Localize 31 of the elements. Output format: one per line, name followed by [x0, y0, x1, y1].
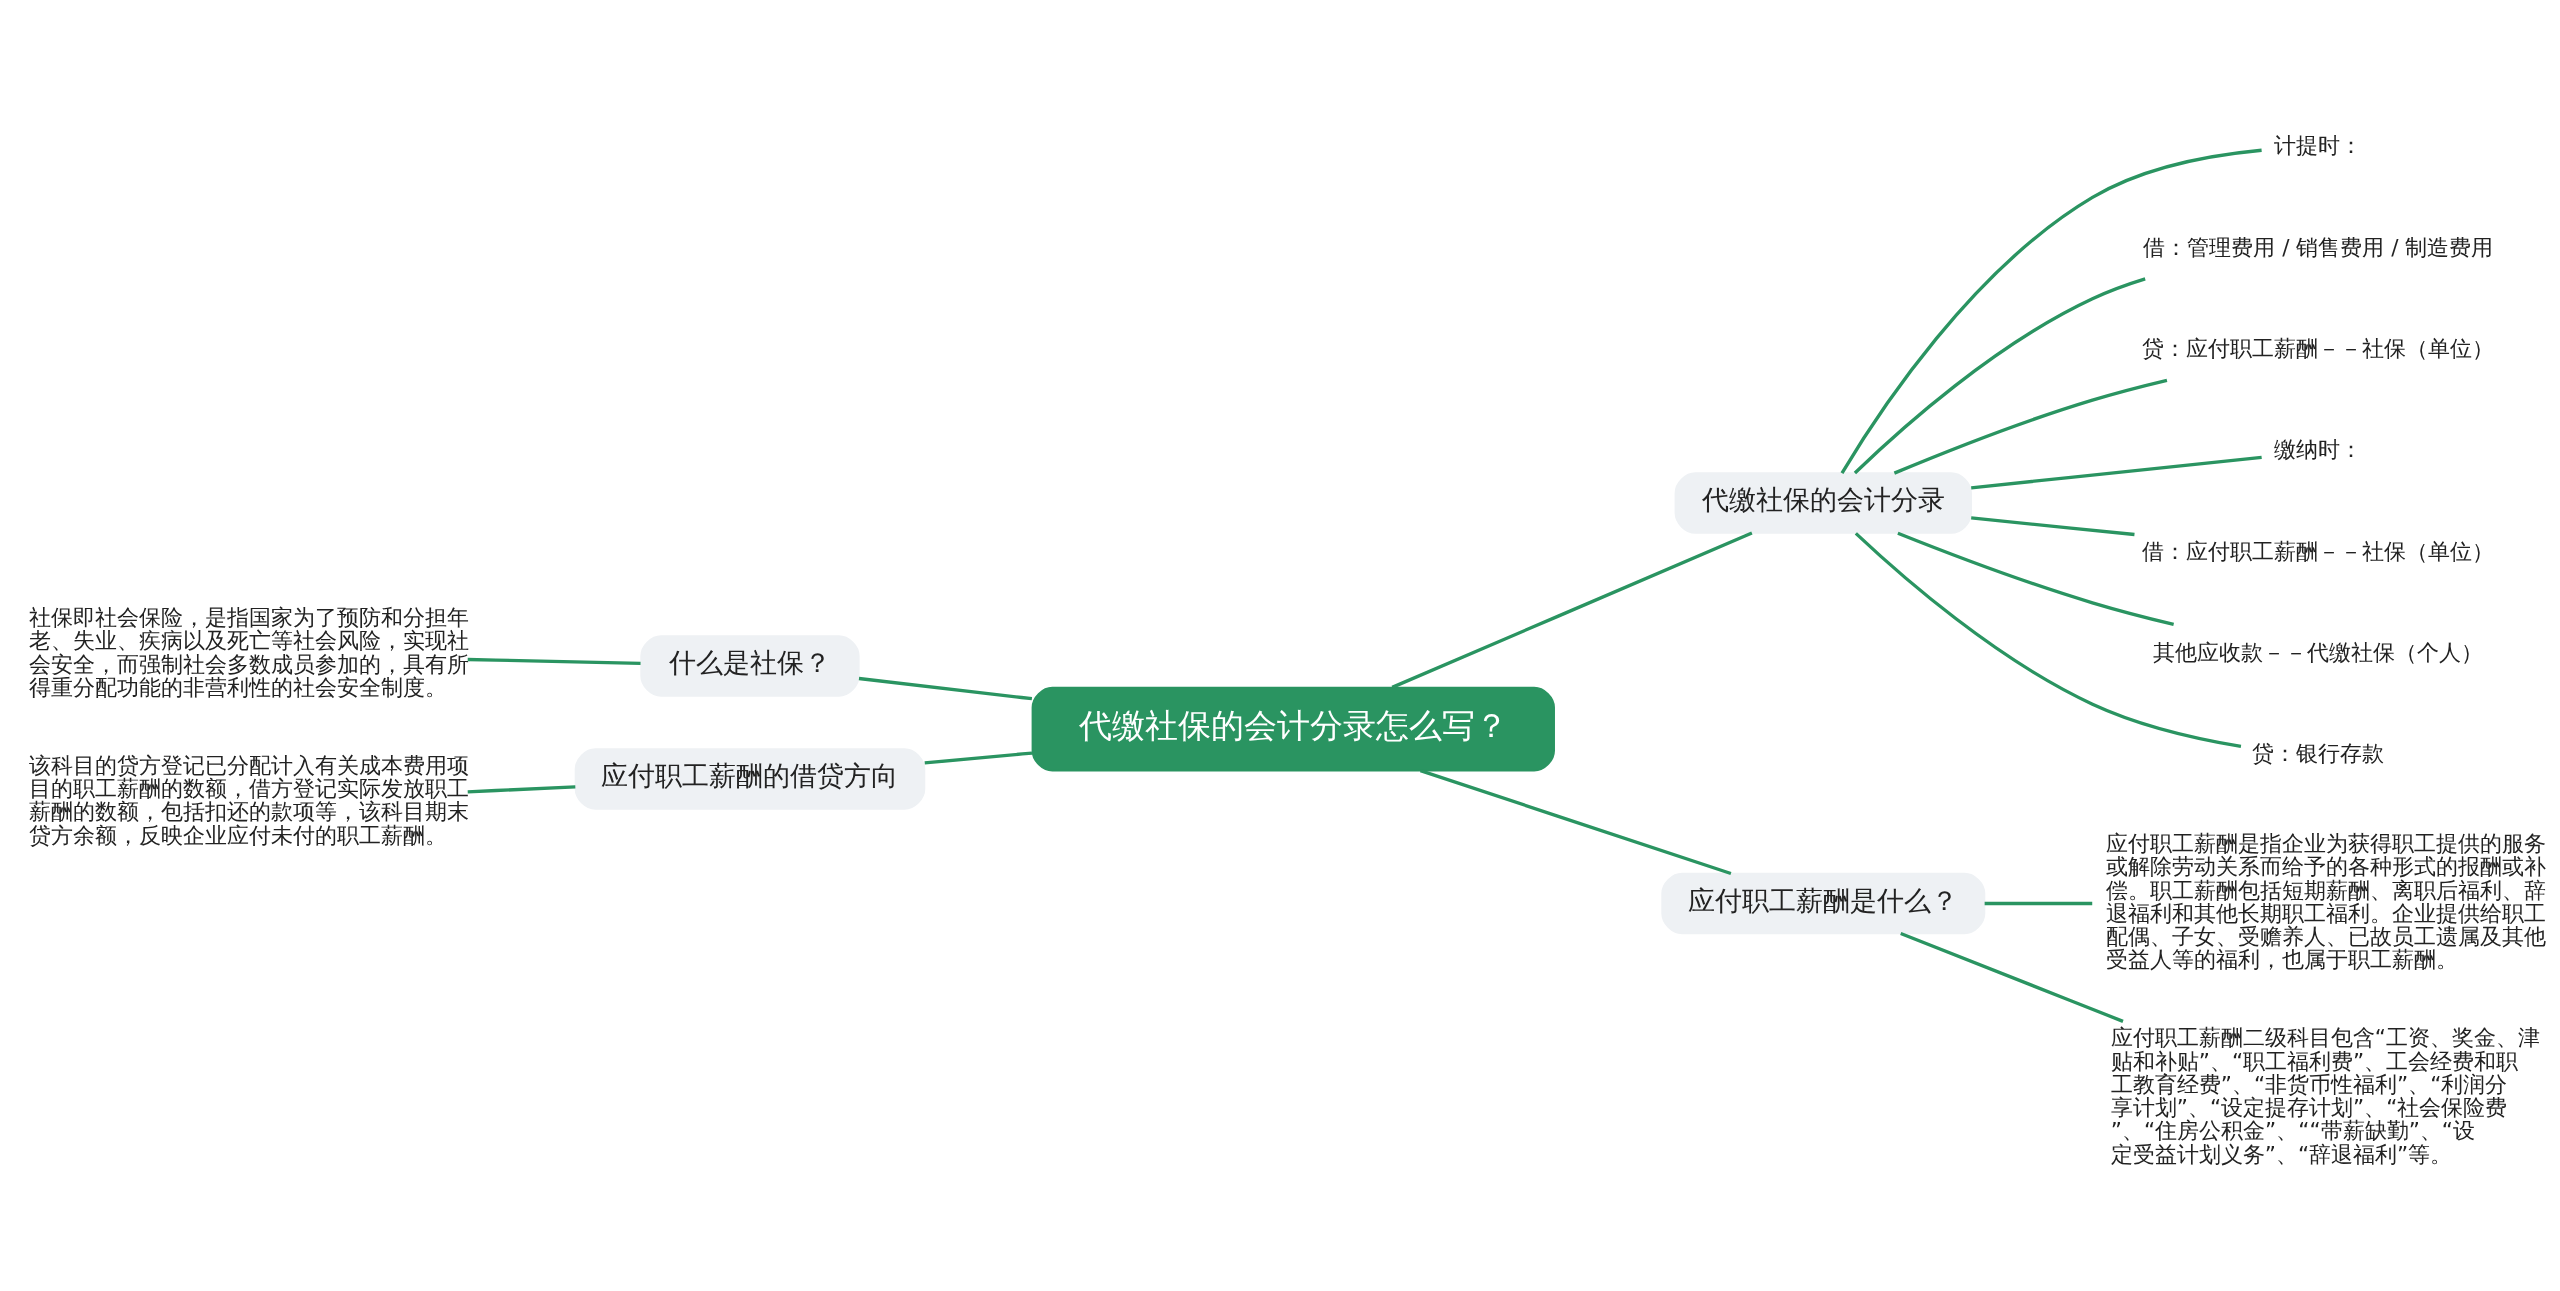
- connector: [1900, 931, 2124, 1023]
- connector: [1854, 531, 2242, 748]
- node-text: 该科目的贷方登记已分配计入有关成本费用项目的职工薪酬的数额，借方登记实际发放职工薪酬的数额，包括扣还的款项等，该科目期末贷方余额，反映企业应付未付的职工薪酬。: [28, 752, 469, 848]
- node-text: 借：应付职工薪酬－－社保（单位）: [2142, 538, 2495, 564]
- connector: [1971, 455, 2262, 489]
- node-box: 什么是社保？: [640, 634, 860, 697]
- node-box: 代缴社保的会计分录: [1674, 471, 1972, 534]
- node-text: 计提时：: [2274, 132, 2363, 158]
- connector: [924, 750, 1033, 765]
- node-text: 社保即社会保险，是指国家为了预防和分担年老、失业、疾病以及死亡等社会风险，实现社会安全，而强制社会多数成员参加的，具有所得重分配功能的非营利性的社会安全制度。: [28, 604, 469, 700]
- node-text: 借：管理费用 / 销售费用 / 制造费用: [2143, 234, 2494, 260]
- connector: [467, 784, 576, 793]
- node-text: 贷：银行存款: [2252, 740, 2385, 766]
- node-text: 贷：应付职工薪酬－－社保（单位）: [2142, 335, 2495, 361]
- node-text: 其他应收款－－代缴社保（个人）: [2153, 639, 2484, 665]
- node-box: 应付职工薪酬是什么？: [1661, 872, 1986, 934]
- connector: [1897, 531, 2175, 626]
- node-text: 应付职工薪酬是指企业为获得职工提供的服务或解除劳动关系而给予的各种形式的报酬或补偿。职工薪酬包括短期薪酬、离职后福利、辞退福利和其他长期职工福利。企业提供给职工配偶、子女、受赡养人、已故员工遗属及其他受益人等的福利，也属于职工薪酬。: [2105, 830, 2546, 972]
- connector: [1419, 768, 1732, 875]
- connector: [1893, 378, 2168, 475]
- node-box: 应付职工薪酬的借贷方向: [574, 747, 926, 810]
- connector: [1840, 148, 2262, 474]
- connector: [1391, 531, 1753, 689]
- node-text: 应付职工薪酬二级科目包含“工资、奖金、津贴和补贴”、“职工福利费”、工会经费和职工教育经费”、“非货币性福利”、“利润分享计划”、“设定提存计划”、“社会保险费”、“住房公积金”、““带薪缺勤”、“设定受益计划义务”、“辞退福利”等。: [2110, 1024, 2540, 1167]
- connector: [467, 657, 641, 665]
- node-box: 代缴社保的会计分录怎么写？: [1031, 686, 1555, 771]
- node-text: 缴纳时：: [2274, 436, 2363, 462]
- connector: [1853, 276, 2146, 474]
- connector: [858, 676, 1033, 700]
- connector: [1984, 901, 2093, 905]
- connector: [1971, 515, 2135, 536]
